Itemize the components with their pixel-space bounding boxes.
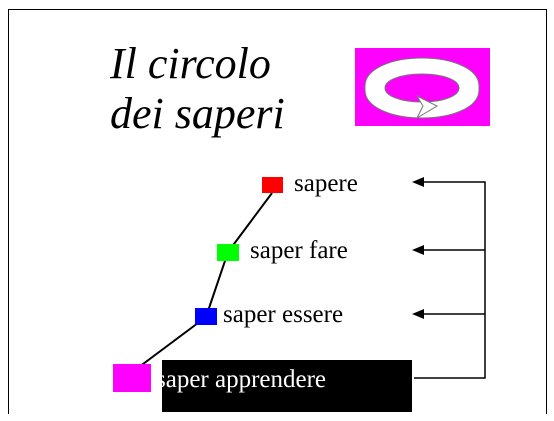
title-line-1: Il circolo — [110, 39, 271, 88]
sapere-marker — [262, 177, 283, 193]
title-line-2: dei saperi — [110, 89, 285, 138]
saper-essere-marker — [195, 308, 217, 325]
frame-right-border — [546, 9, 547, 414]
cycle-arrow-icon — [355, 48, 490, 126]
sapere-label: sapere — [294, 170, 358, 197]
saper-apprendere-label: saper apprendere — [156, 366, 327, 393]
connector-saperfare-saperessere — [205, 251, 229, 318]
frame-left-border — [8, 9, 9, 414]
arrowhead-saperessere-icon — [412, 309, 424, 319]
saper-fare-label: saper fare — [250, 237, 348, 264]
saper-fare-marker — [217, 244, 239, 261]
saper-essere-label: saper essere — [223, 301, 344, 328]
connector-sapere-saperfare — [227, 192, 273, 253]
arrowhead-sapere-icon — [412, 177, 424, 187]
frame-top-border — [8, 9, 547, 10]
saper-apprendere-highlight — [162, 360, 412, 412]
feedback-loop-line — [414, 181, 486, 379]
arrowhead-saperfare-icon — [412, 245, 424, 255]
saper-apprendere-marker — [113, 364, 151, 392]
